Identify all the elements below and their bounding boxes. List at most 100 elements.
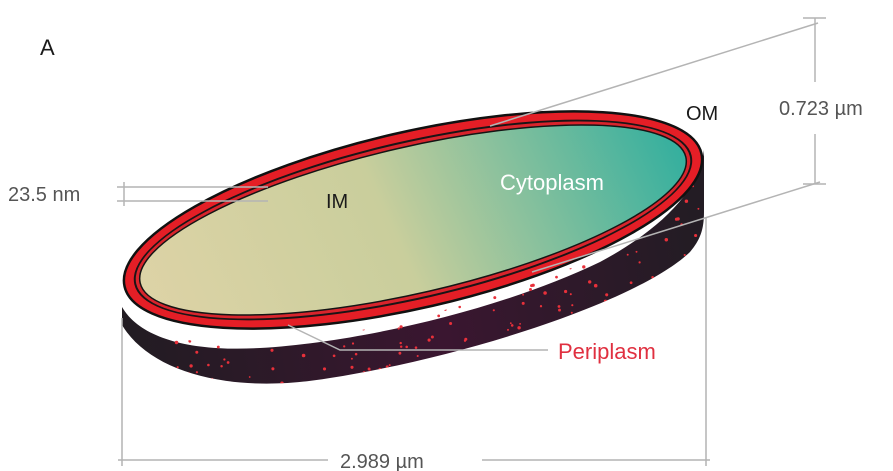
periplasm-dot: [393, 385, 395, 387]
periplasm-dot: [167, 181, 170, 184]
periplasm-dot: [706, 143, 708, 145]
periplasm-dot: [510, 322, 512, 324]
periplasm-dot: [555, 332, 557, 334]
periplasm-dot: [399, 342, 401, 344]
periplasm-dot: [129, 395, 131, 397]
periplasm-dot: [267, 165, 269, 167]
periplasm-dot: [539, 366, 542, 369]
periplasm-dot: [195, 142, 198, 145]
periplasm-dot: [571, 312, 573, 314]
periplasm-dot: [582, 324, 585, 327]
periplasm-dot: [118, 248, 120, 250]
periplasm-dot: [254, 331, 256, 333]
periplasm-dot: [571, 335, 574, 338]
periplasm-dot: [684, 254, 686, 256]
periplasm-dot: [127, 343, 130, 346]
periplasm-dot: [211, 178, 213, 180]
periplasm-dot: [312, 146, 314, 148]
periplasm-dot: [700, 303, 703, 306]
periplasm-dot: [323, 367, 326, 370]
periplasm-dot: [378, 368, 381, 371]
periplasm-dot: [464, 340, 466, 342]
periplasm-dot: [319, 329, 323, 333]
periplasm-dot: [175, 341, 178, 344]
periplasm-dot: [187, 327, 190, 330]
periplasm-dot: [701, 310, 703, 312]
periplasm-dot: [477, 366, 480, 369]
periplasm-dot: [350, 366, 353, 369]
periplasm-dot: [428, 339, 431, 342]
periplasm-dot: [684, 297, 686, 299]
periplasm-dot: [276, 338, 279, 341]
periplasm-dot: [126, 340, 129, 343]
periplasm-dot: [600, 395, 603, 398]
periplasm-dot: [540, 305, 542, 307]
periplasm-dot: [651, 318, 654, 321]
periplasm-dot: [437, 315, 440, 318]
periplasm-dot: [166, 157, 168, 159]
periplasm-dot: [131, 223, 133, 225]
periplasm-dot: [365, 374, 368, 377]
periplasm-dot: [405, 346, 408, 349]
periplasm-dot: [543, 291, 547, 295]
periplasm-dot: [458, 306, 461, 309]
periplasm-dot: [363, 371, 366, 374]
cell-length-label: 2.989 µm: [340, 451, 424, 471]
periplasm-dot: [558, 309, 561, 312]
periplasm-dot: [386, 365, 389, 368]
periplasm-dot: [368, 368, 371, 371]
periplasm-dot: [651, 276, 654, 279]
periplasm-dot: [190, 170, 192, 172]
periplasm-dot: [207, 364, 210, 367]
periplasm-dot: [179, 143, 181, 145]
periplasm-dot: [688, 371, 690, 373]
periplasm-dot: [686, 346, 689, 349]
periplasm-dot: [223, 358, 225, 360]
periplasm-dot: [199, 182, 201, 184]
periplasm-dot: [575, 378, 577, 380]
periplasm-dot: [165, 154, 168, 157]
periplasm-dot: [247, 170, 249, 172]
periplasm-dot: [558, 305, 561, 308]
periplasm-dot: [121, 303, 123, 305]
periplasm-dot: [604, 300, 607, 303]
periplasm-dot: [369, 386, 372, 389]
periplasm-dot: [675, 218, 678, 221]
periplasm-dot: [569, 267, 571, 269]
periplasm-dot: [251, 171, 254, 174]
periplasm-dot: [271, 164, 274, 167]
periplasm-dot: [688, 379, 691, 382]
periplasm-dot: [126, 345, 129, 348]
periplasm-dot: [227, 361, 230, 364]
periplasm-dot: [215, 139, 218, 142]
periplasm-dot: [605, 293, 608, 296]
periplasm-dot: [652, 278, 655, 281]
periplasm-dot: [138, 147, 142, 151]
periplasm-dot: [162, 167, 164, 169]
periplasm-dot: [369, 370, 371, 372]
periplasm-dot: [663, 280, 666, 283]
periplasm-dot: [389, 364, 391, 366]
periplasm-dot: [630, 366, 633, 369]
periplasm-dot: [652, 295, 655, 298]
periplasm-dot: [388, 380, 391, 383]
periplasm-dot: [165, 144, 168, 147]
periplasm-dot: [415, 346, 418, 349]
periplasm-dot: [150, 205, 153, 208]
periplasm-dot: [493, 309, 495, 311]
periplasm-dot: [198, 182, 200, 184]
periplasm-dot: [671, 349, 674, 352]
periplasm-dot: [126, 345, 128, 347]
periplasm-dot: [181, 180, 183, 182]
periplasm-dot: [226, 154, 228, 156]
panel-label: A: [40, 35, 55, 60]
periplasm-dot: [531, 338, 533, 340]
periplasm-dot: [261, 152, 263, 154]
periplasm-dot: [630, 309, 632, 311]
periplasm-dot: [352, 342, 354, 344]
periplasm-dot: [665, 238, 668, 241]
periplasm-dot: [410, 314, 412, 316]
periplasm-dot: [355, 353, 358, 356]
periplasm-dot: [511, 324, 514, 327]
